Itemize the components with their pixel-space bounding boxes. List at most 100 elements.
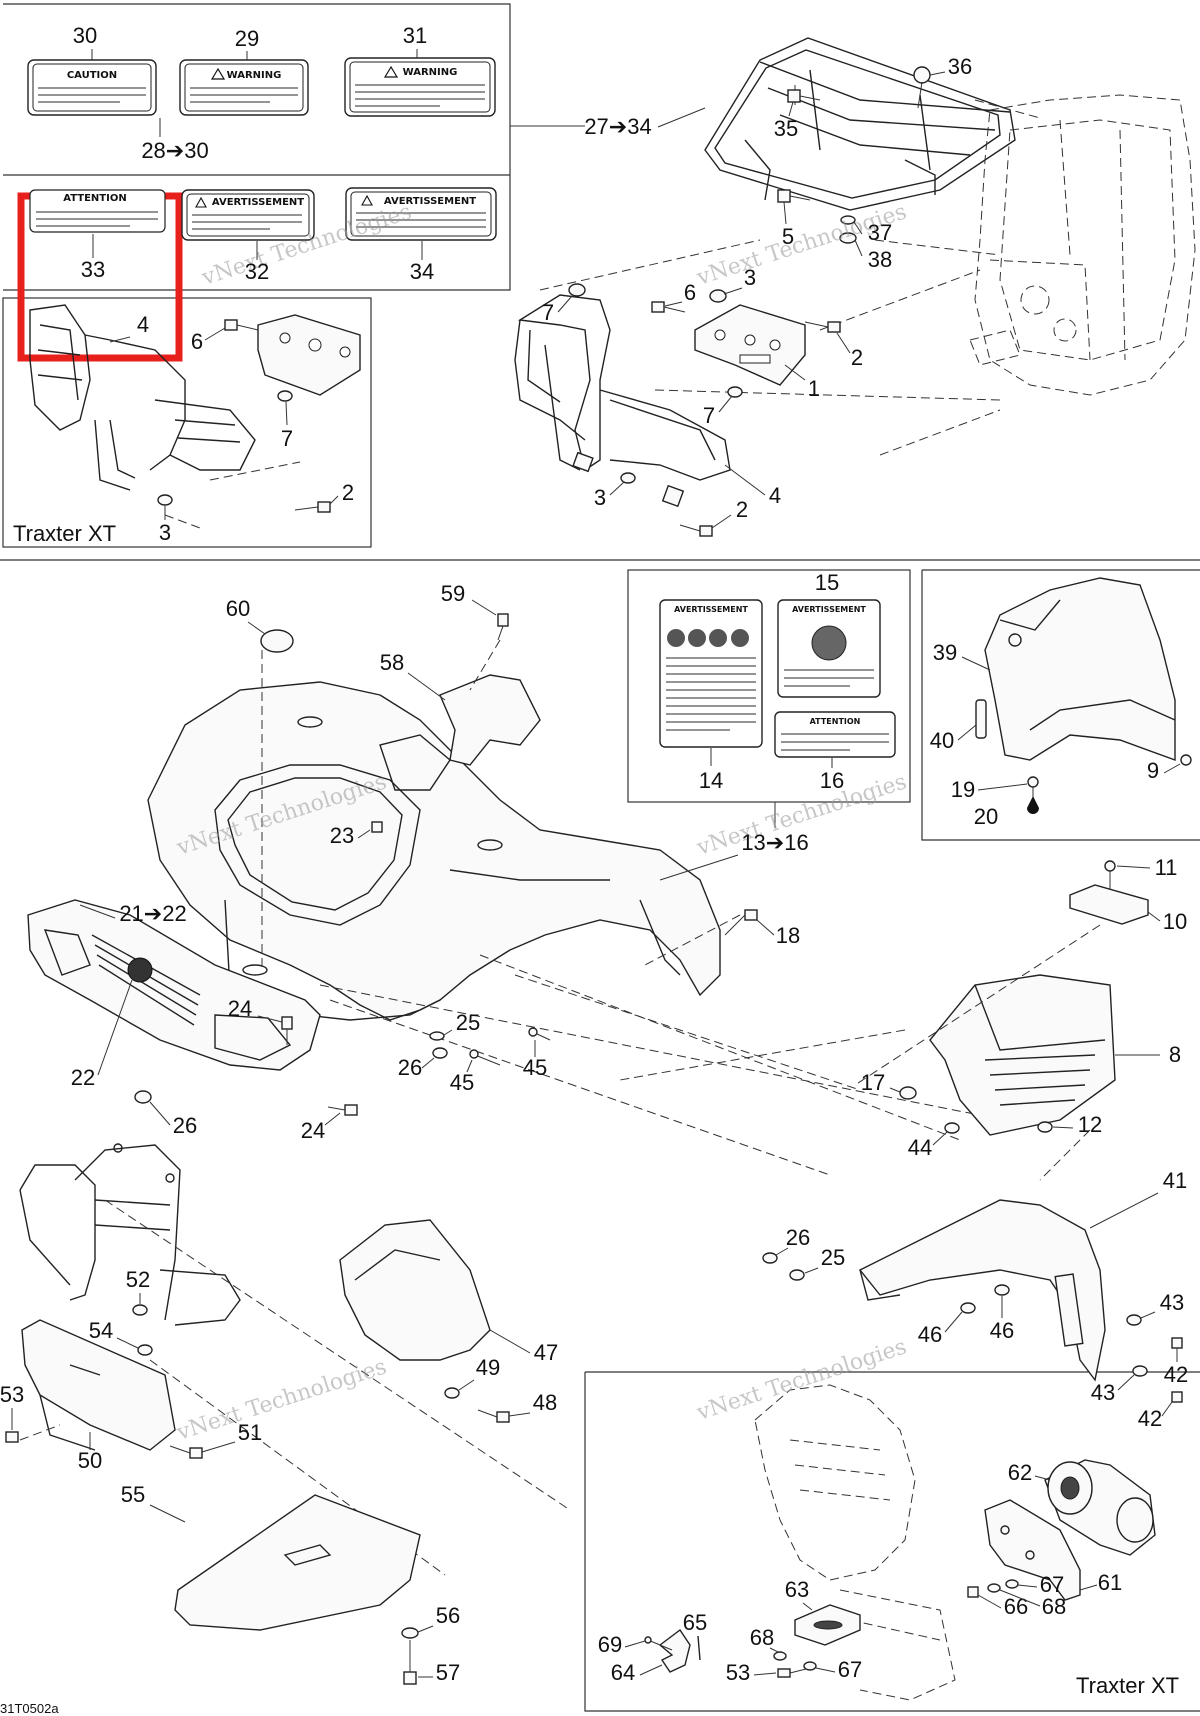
label-51: 51: [238, 1420, 262, 1445]
vehicle-frame: [969, 94, 1196, 396]
nut-17: [899, 1086, 917, 1100]
watermark-group: vNext Technologies vNext Technologies vN…: [173, 199, 910, 1446]
label-18: 18: [776, 923, 800, 948]
decal-32-avertissement: AVERTISSEMENT: [181, 189, 315, 241]
bolt-2c: [679, 524, 713, 537]
traxter-top-panel-frame: [2, 297, 372, 548]
label-56: 56: [436, 1603, 460, 1628]
label-27-34: 27➔34: [584, 114, 651, 139]
panel-title-traxter-top: Traxter XT: [13, 521, 116, 546]
label-26b: 26: [173, 1113, 197, 1138]
label-23: 23: [330, 823, 354, 848]
decal-14-avertissement: AVERTISSEMENT: [659, 599, 763, 748]
warning-triangle-icon: [195, 196, 207, 208]
footer-code: 31T0502a: [0, 1701, 59, 1716]
decal-15-heading: AVERTISSEMENT: [792, 605, 866, 614]
pin-69: [644, 1636, 673, 1651]
label-25b: 25: [821, 1245, 845, 1270]
label-17: 17: [861, 1070, 885, 1095]
bolt-2b: [804, 321, 841, 333]
label-67a: 67: [1040, 1572, 1064, 1597]
label-5: 5: [782, 224, 794, 249]
nut-7c: [727, 386, 743, 398]
label-26c: 26: [786, 1225, 810, 1250]
label-15: 15: [815, 570, 839, 595]
label-49: 49: [476, 1355, 500, 1380]
screw-24a: [281, 1016, 293, 1045]
bumper-traxter-bottom: [754, 1384, 956, 1701]
label-69: 69: [598, 1632, 622, 1657]
bolt-6a: [224, 319, 259, 331]
label-16: 16: [820, 768, 844, 793]
label-10: 10: [1163, 909, 1187, 934]
nut-38: [839, 232, 857, 244]
label-2a: 2: [342, 480, 354, 505]
label-21-22: 21➔22: [119, 901, 186, 926]
label-6a: 6: [191, 329, 203, 354]
rear-fender-41: [858, 1199, 1106, 1382]
label-19: 19: [951, 777, 975, 802]
bumper-frame-lower: [19, 1143, 241, 1326]
label-62: 62: [1008, 1460, 1032, 1485]
label-20: 20: [974, 804, 998, 829]
label-57: 57: [436, 1660, 460, 1685]
label-22: 22: [71, 1065, 95, 1090]
bolt-51: [169, 1445, 203, 1459]
screw-24b: [327, 1104, 358, 1116]
bolt-66: [967, 1586, 979, 1598]
label-42a: 42: [1164, 1362, 1188, 1387]
decal-34-avertissement: AVERTISSEMENT: [345, 187, 497, 241]
label-3c: 3: [594, 485, 606, 510]
decal-15-avertissement: AVERTISSEMENT: [777, 599, 881, 698]
label-63: 63: [785, 1577, 809, 1602]
rivet-45b: [528, 1027, 551, 1041]
rear-rack: [704, 37, 1016, 211]
front-grille: [27, 899, 321, 1071]
nut-26b: [134, 1090, 152, 1104]
washer-43a: [1126, 1314, 1142, 1326]
label-61: 61: [1098, 1570, 1122, 1595]
label-8: 8: [1169, 1042, 1181, 1067]
label-36: 36: [948, 54, 972, 79]
winch-bracket-61: [984, 1499, 1081, 1601]
footrest-8: [929, 974, 1116, 1136]
age-restriction-icon: [811, 625, 847, 661]
decal-33-heading: ATTENTION: [63, 193, 126, 204]
nut-3a: [157, 494, 173, 506]
label-59: 59: [441, 581, 465, 606]
decal-30-caution: CAUTION: [27, 59, 157, 116]
label-43a: 43: [1160, 1290, 1184, 1315]
washer-43b: [1132, 1365, 1148, 1377]
decal-31-heading: WARNING: [403, 67, 458, 78]
label-40: 40: [930, 728, 954, 753]
watermark-5: vNext Technologies: [173, 1354, 390, 1446]
bolt-53b: [777, 1667, 811, 1678]
washer-25a: [429, 1031, 445, 1041]
nut-26c: [762, 1252, 778, 1264]
label-2c: 2: [736, 497, 748, 522]
screw-59: [497, 613, 509, 641]
bolt-11: [1104, 860, 1116, 890]
label-7b: 7: [542, 300, 554, 325]
nut-68b: [773, 1651, 787, 1661]
fender-liner-47: [339, 1219, 491, 1361]
washer-12: [1037, 1121, 1053, 1133]
label-43b: 43: [1091, 1380, 1115, 1405]
screw-9: [1180, 754, 1192, 766]
mount-bracket-traxter: [257, 314, 361, 396]
shackle-65: [697, 1635, 701, 1661]
hook-64: [658, 1628, 691, 1673]
label-7c: 7: [703, 403, 715, 428]
label-46a: 46: [918, 1322, 942, 1347]
panel-title-traxter-bottom: Traxter XT: [1076, 1673, 1179, 1698]
label-60: 60: [226, 596, 250, 621]
label-35: 35: [774, 116, 798, 141]
decal-panel-frame: [3, 3, 585, 291]
label-68a: 68: [1042, 1594, 1066, 1619]
label-39: 39: [933, 640, 957, 665]
label-55: 55: [121, 1482, 145, 1507]
nut-7b: [568, 283, 586, 297]
washer-67a: [1005, 1579, 1019, 1589]
label-26a: 26: [398, 1055, 422, 1080]
